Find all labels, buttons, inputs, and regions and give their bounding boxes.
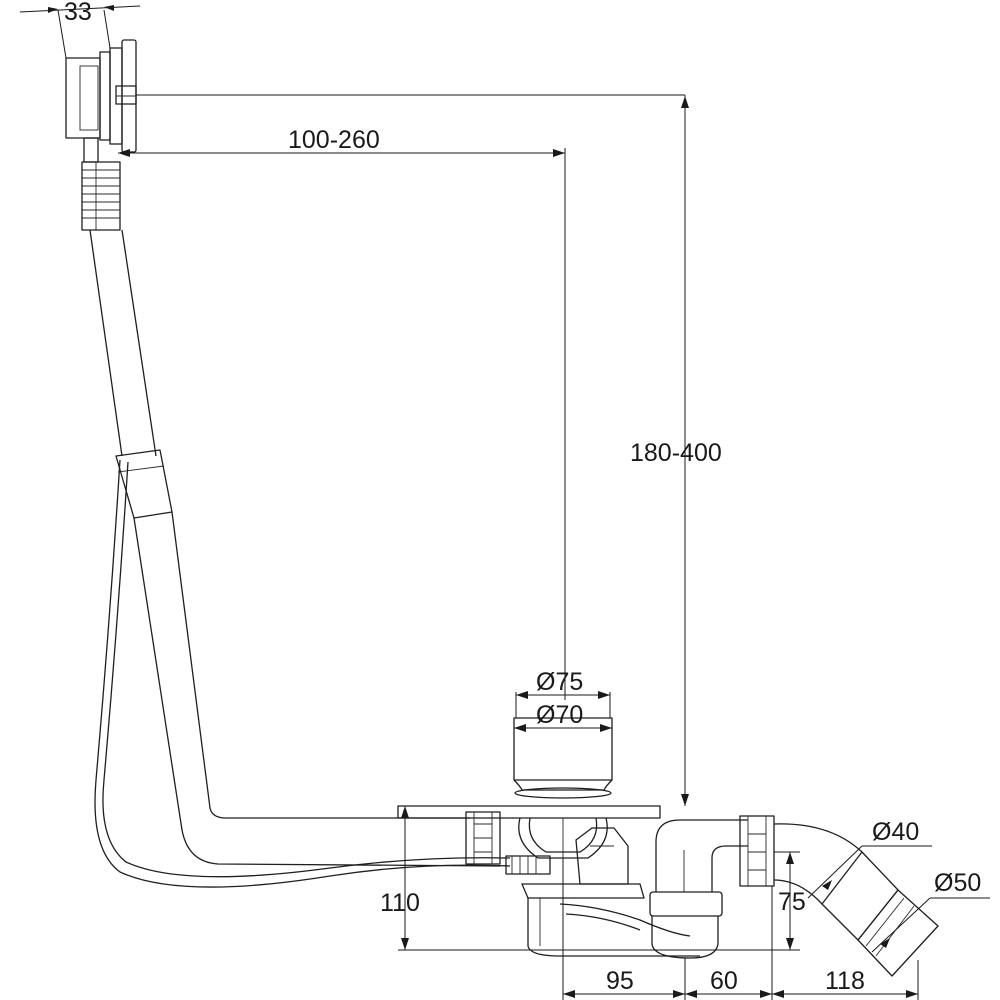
dim-trap-outlet-large: Ø50 [934, 869, 981, 897]
overflow-pipe [89, 229, 511, 888]
dimension-lines [19, 5, 990, 1000]
dim-outlet-height: 75 [778, 888, 806, 916]
dim-waste-inner-diameter: Ø70 [536, 701, 583, 729]
dim-waste-outer-diameter: Ø75 [536, 668, 583, 696]
overflow-connector-thread [81, 161, 121, 231]
trap [649, 815, 939, 977]
dim-overflow-depth: 33 [64, 0, 92, 26]
dim-outlet-length: 118 [825, 967, 865, 995]
dimension-labels: 33 100-260 180-400 Ø75 Ø70 Ø40 Ø50 110 7… [64, 0, 981, 995]
dim-horizontal-reach: 100-260 [288, 126, 380, 154]
dim-vertical-reach: 180-400 [630, 439, 722, 467]
dim-offset-trap-outlet: 60 [710, 967, 738, 995]
dim-offset-waste-trap: 95 [606, 967, 634, 995]
waste-body [397, 717, 700, 957]
dim-trap-outlet-small: Ø40 [872, 818, 919, 846]
dim-trap-height: 110 [380, 889, 420, 917]
overflow-head [65, 39, 137, 163]
